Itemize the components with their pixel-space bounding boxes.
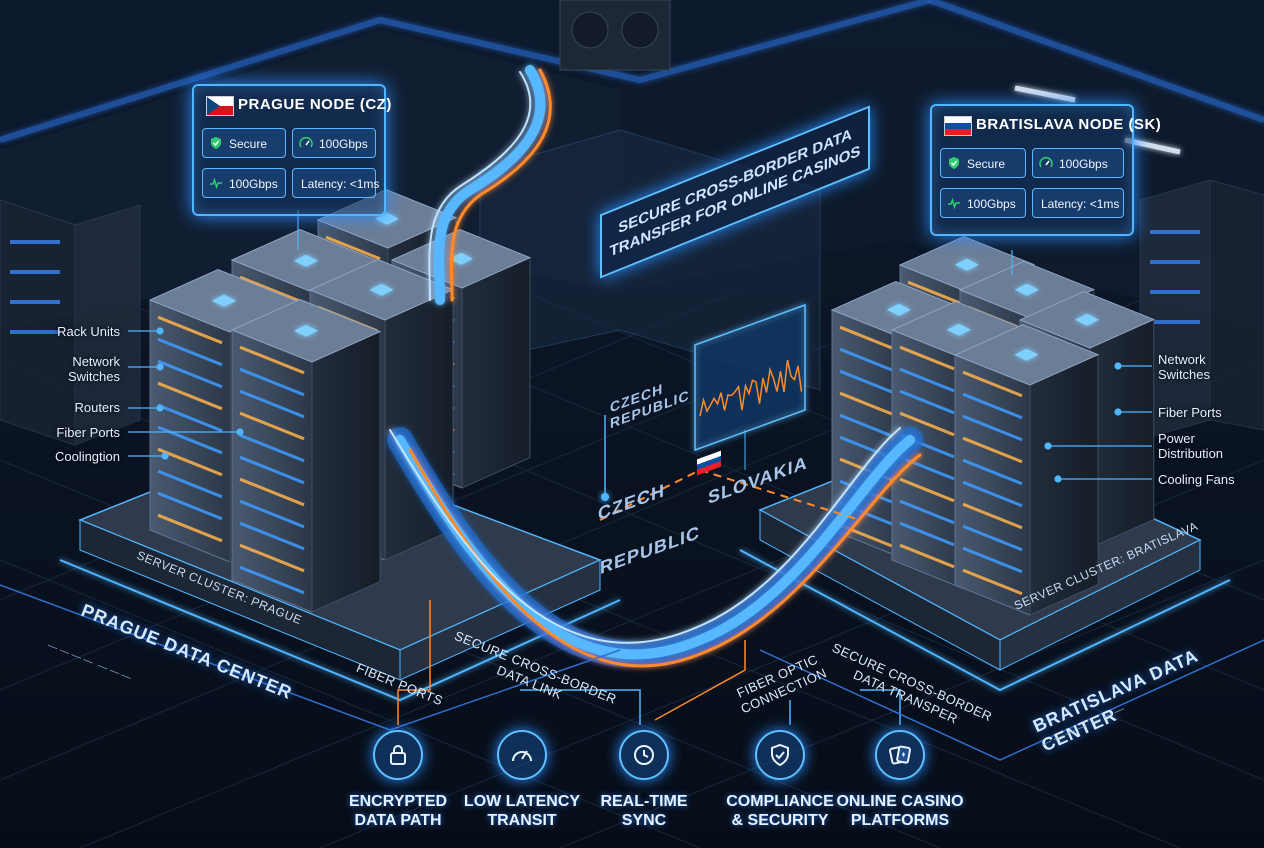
rack-bratislava-front <box>953 324 1100 616</box>
bratislava-latency: Latency: <1ms <box>1032 188 1124 218</box>
prague-speed-b: 100Gbps <box>202 168 286 198</box>
slovakia-flag-icon <box>944 116 972 136</box>
label-routers: Routers <box>74 400 120 415</box>
feature-low-latency: LOW LATENCY TRANSIT <box>452 730 592 830</box>
feature-compliance-security: COMPLIANCE & SECURITY <box>710 730 850 830</box>
playing-cards-icon <box>889 745 911 765</box>
bratislava-node-title: BRATISLAVA NODE (SK) <box>976 116 1162 133</box>
gauge-icon <box>299 137 313 148</box>
label-cooling-fans: Cooling Fans <box>1158 472 1235 487</box>
bratislava-secure-status: Secure <box>940 148 1026 178</box>
lock-icon <box>390 745 406 765</box>
rack-prague-front-1 <box>230 299 382 613</box>
pulse-icon <box>948 197 960 210</box>
mini-dashboard-chart-line <box>699 359 803 417</box>
label-fiber-ports-left: Fiber Ports <box>56 425 120 440</box>
label-fiber-ports-right: Fiber Ports <box>1158 405 1222 420</box>
bratislava-speed-a: 100Gbps <box>940 188 1026 218</box>
shield-check-icon <box>211 137 221 149</box>
label-network-switches-left: Network Switches <box>67 354 120 384</box>
shield-check-icon <box>949 157 959 169</box>
bratislava-node-panel: BRATISLAVA NODE (SK) Secure 100Gbps 100G… <box>930 104 1161 236</box>
label-rack-units: Rack Units <box>57 324 120 339</box>
prague-secure-status: Secure <box>202 128 286 158</box>
speedometer-icon <box>512 750 532 762</box>
label-network-switches-right: Network Switches <box>1158 352 1211 382</box>
feature-real-time-sync: REAL-TIME SYNC <box>574 730 714 830</box>
feature-encrypted-data-path: ENCRYPTED DATA PATH <box>328 730 468 830</box>
shield-check-icon <box>771 743 789 767</box>
bratislava-speed-b: 100Gbps <box>1032 148 1124 178</box>
label-power-distribution: Power Distribution <box>1158 431 1224 461</box>
feature-online-casino-platforms: ONLINE CASINO PLATFORMS <box>830 730 970 830</box>
prague-speed-a: 100Gbps <box>292 128 376 158</box>
gauge-icon <box>1039 157 1053 168</box>
prague-latency: Latency: <1ms <box>292 168 379 198</box>
clock-icon <box>634 745 654 765</box>
label-cooling-left: Coolingtion <box>54 449 120 464</box>
prague-node-title: PRAGUE NODE (CZ) <box>238 96 392 113</box>
czech-flag-icon <box>206 96 234 116</box>
prague-node-panel: PRAGUE NODE (CZ) Secure 100Gbps 100Gbps … <box>192 84 391 216</box>
pulse-icon <box>210 177 222 190</box>
